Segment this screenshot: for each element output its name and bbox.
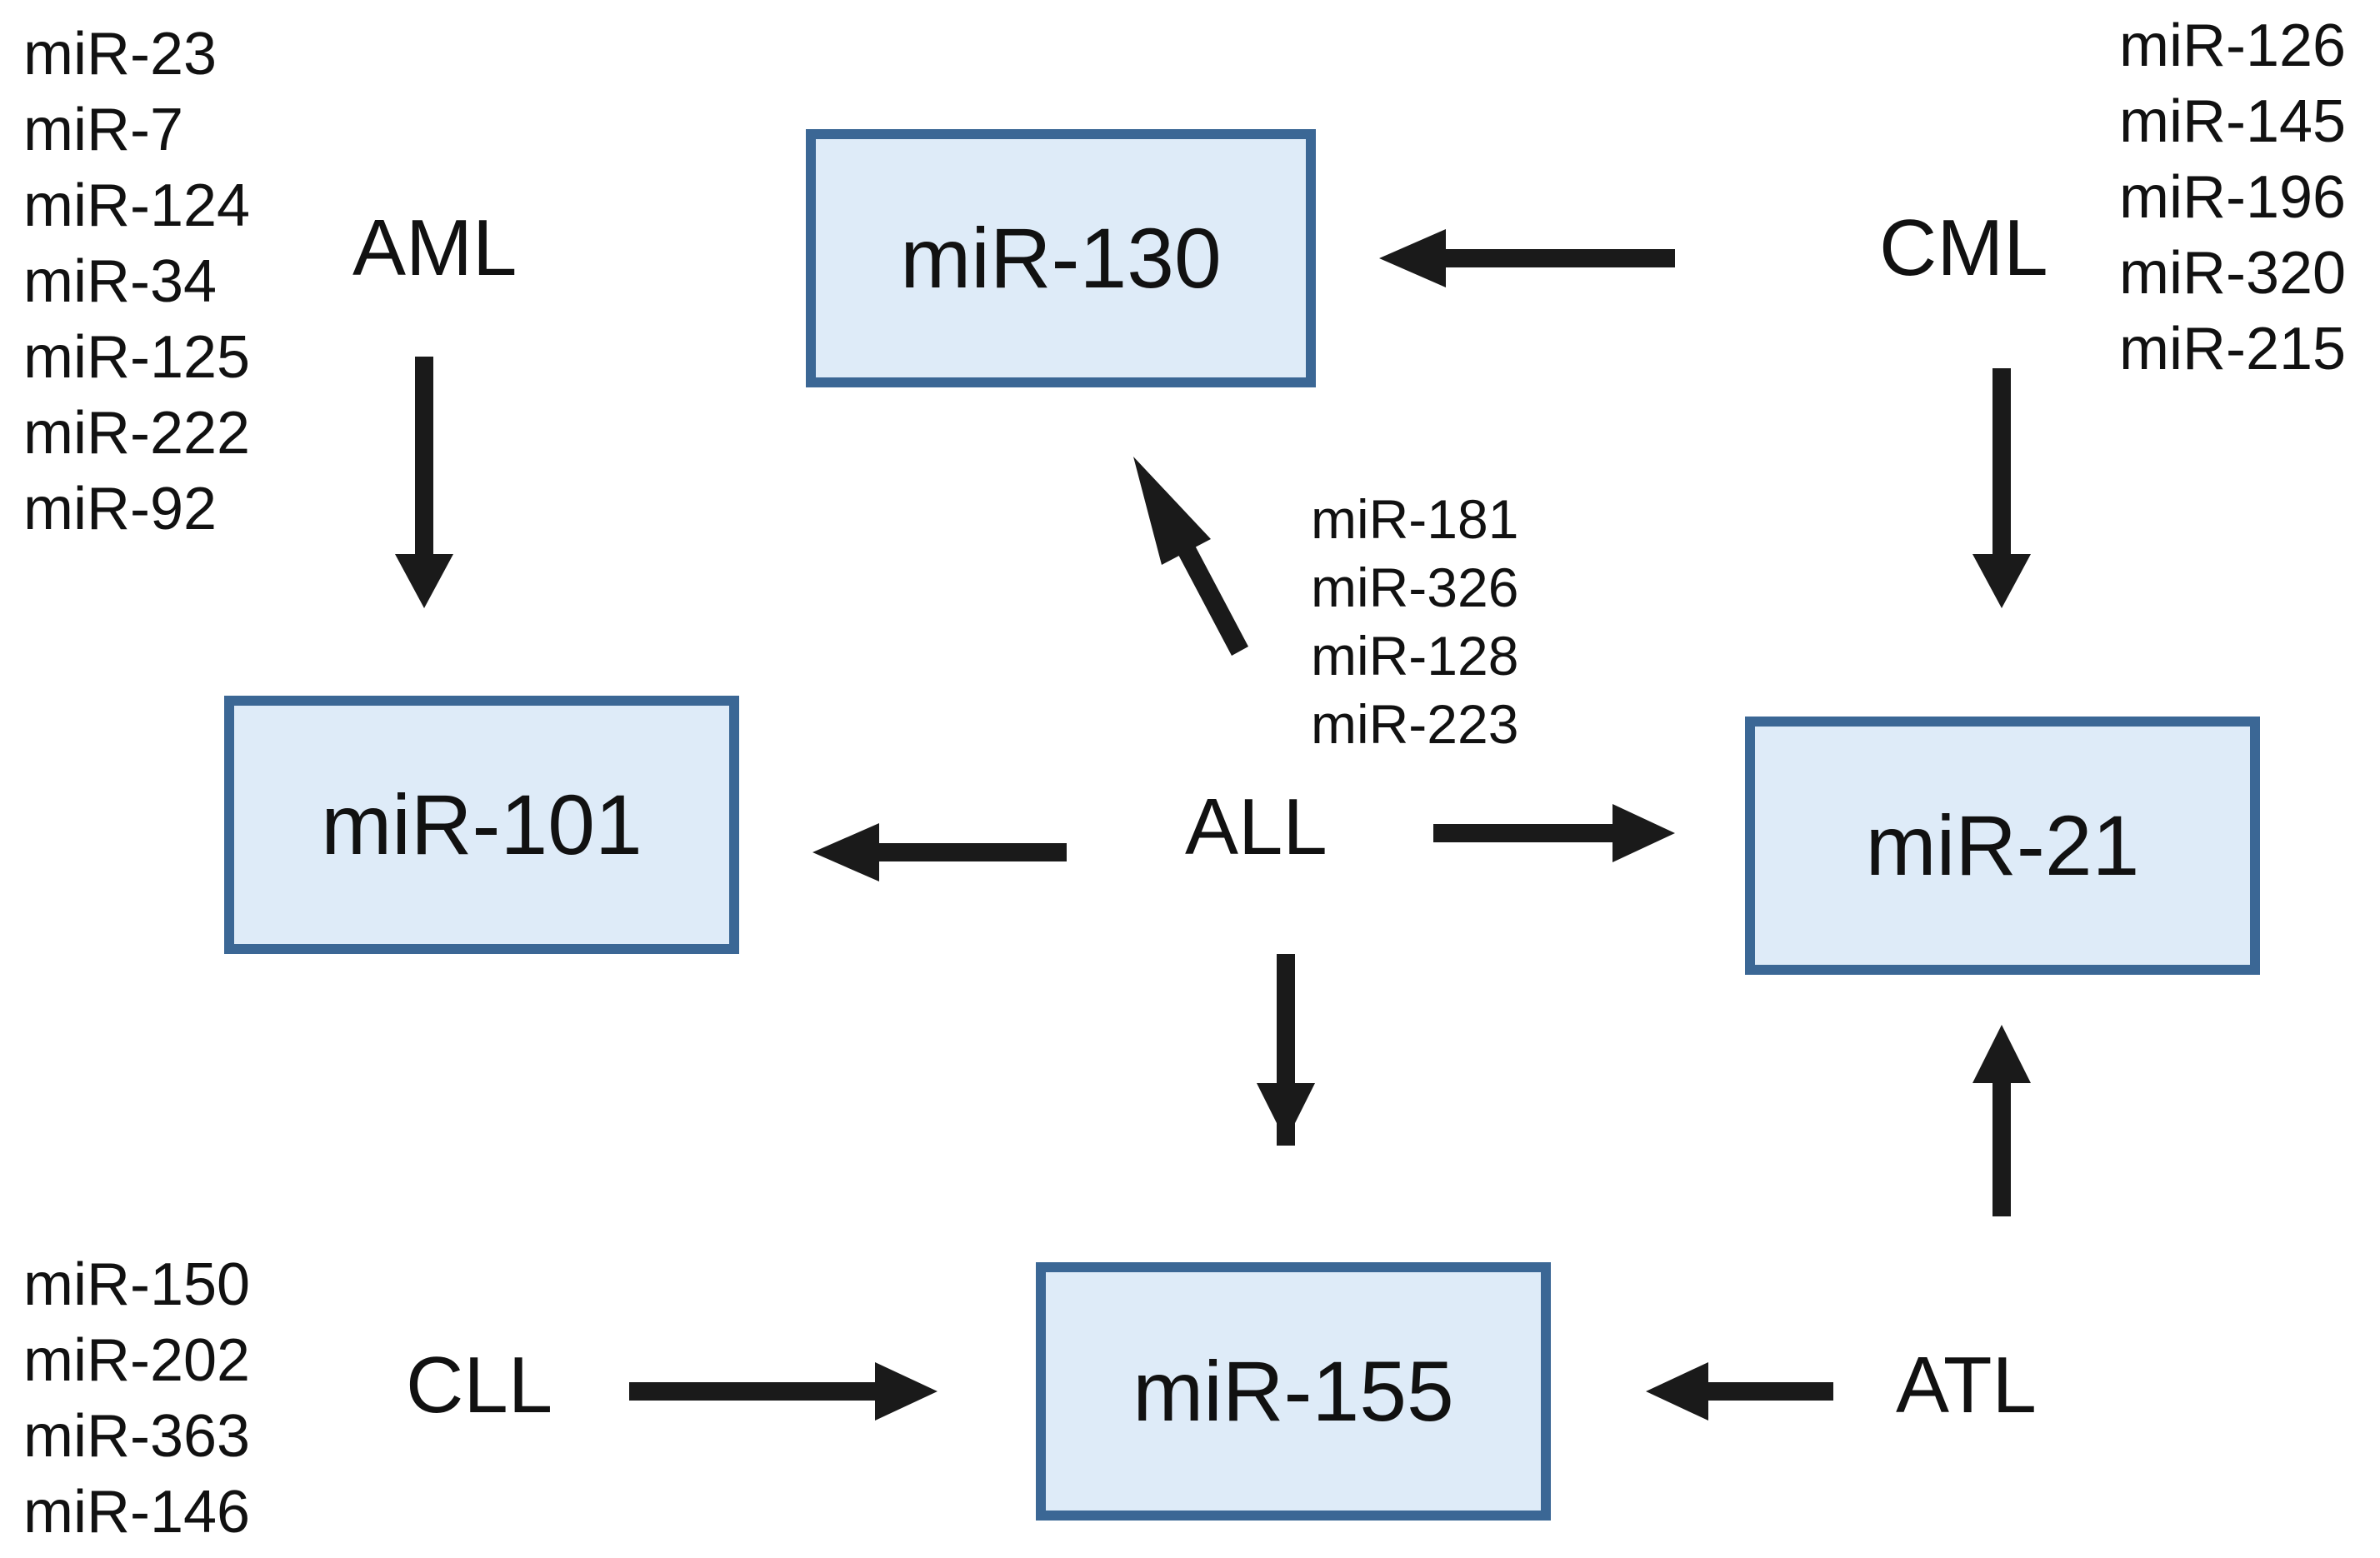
list-item: miR-146 [23, 1479, 251, 1546]
list-item: miR-320 [2119, 240, 2347, 307]
node-mir155-label: miR-155 [1132, 1343, 1454, 1439]
disease-cll: CLL [406, 1341, 553, 1430]
cml-mirna-list: miR-126 miR-145 miR-196 miR-320 miR-215 [2119, 8, 2346, 387]
list-item: miR-223 [1311, 693, 1519, 755]
node-mir101-label: miR-101 [321, 777, 642, 872]
arrow-all-to-mir155 [1257, 954, 1315, 1146]
arrow-cll-to-mir155 [629, 1362, 938, 1421]
arrow-cml-to-mir21 [1972, 368, 2031, 608]
disease-all: ALL [1185, 782, 1328, 871]
list-item: miR-181 [1311, 488, 1519, 550]
node-mir130: miR-130 [806, 129, 1316, 387]
disease-aml: AML [352, 203, 518, 292]
disease-atl: ATL [1896, 1341, 2037, 1430]
all-mirna-list: miR-181 miR-326 miR-128 miR-223 [1311, 485, 1518, 758]
list-item: miR-326 [1311, 557, 1519, 618]
arrow-all-to-mir101 [812, 823, 1067, 881]
node-mir21: miR-21 [1745, 717, 2260, 975]
arrow-aml-to-mir101 [395, 357, 453, 608]
list-item: miR-145 [2119, 88, 2347, 155]
cll-mirna-list: miR-150 miR-202 miR-363 miR-146 [23, 1247, 250, 1551]
list-item: miR-202 [23, 1327, 251, 1394]
list-item: miR-128 [1311, 625, 1519, 687]
list-item: miR-124 [23, 172, 251, 239]
list-item: miR-92 [23, 476, 218, 542]
list-item: miR-7 [23, 97, 183, 163]
arrow-atl-to-mir21 [1972, 1025, 2031, 1216]
disease-cml: CML [1879, 203, 2048, 292]
node-mir101: miR-101 [224, 696, 739, 954]
node-mir155: miR-155 [1036, 1262, 1551, 1521]
list-item: miR-215 [2119, 316, 2347, 382]
arrow-all-to-mir130 [1133, 457, 1248, 656]
node-mir130-label: miR-130 [900, 210, 1222, 306]
arrow-all-to-mir21 [1433, 804, 1675, 862]
list-item: miR-150 [23, 1251, 251, 1318]
list-item: miR-23 [23, 21, 218, 87]
node-mir21-label: miR-21 [1865, 797, 2140, 893]
list-item: miR-222 [23, 400, 251, 467]
arrow-atl-to-mir155 [1646, 1362, 1833, 1421]
list-item: miR-363 [23, 1403, 251, 1470]
list-item: miR-196 [2119, 164, 2347, 231]
list-item: miR-126 [2119, 12, 2347, 79]
list-item: miR-34 [23, 248, 218, 315]
list-item: miR-125 [23, 324, 251, 391]
aml-mirna-list: miR-23 miR-7 miR-124 miR-34 miR-125 miR-… [23, 17, 250, 547]
arrow-cml-to-mir130 [1379, 229, 1675, 287]
